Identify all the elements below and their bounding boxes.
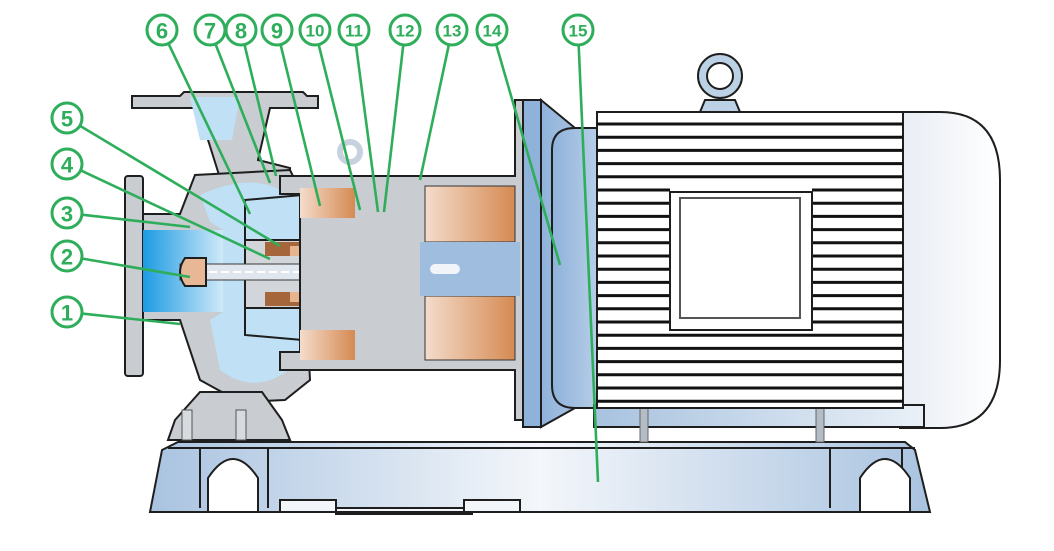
- callout-number: 1: [61, 301, 73, 326]
- callout-number: 12: [396, 22, 415, 41]
- callout-number: 6: [156, 19, 168, 44]
- callout-1: 1: [50, 295, 181, 329]
- callout-leader-line: [494, 44, 562, 266]
- callout-8: 8: [224, 13, 278, 177]
- callout-11: 11: [337, 13, 380, 213]
- callout-3: 3: [50, 196, 191, 230]
- callout-number: 7: [204, 19, 216, 44]
- callout-leader-line: [214, 43, 272, 184]
- callout-leader-line: [79, 124, 281, 248]
- callout-leader-line: [317, 44, 362, 211]
- callout-2: 2: [50, 239, 191, 279]
- outer-magnet-housing: [279, 99, 529, 421]
- callout-7: 7: [193, 13, 272, 184]
- base-frame: [148, 441, 932, 515]
- callout-leader-line: [81, 257, 191, 279]
- base-arch-left: [207, 458, 259, 513]
- callout-number: 8: [235, 19, 247, 44]
- callout-number: 5: [61, 107, 73, 132]
- motor: [522, 53, 1001, 443]
- callout-circle: [50, 147, 84, 181]
- callout-circle: [50, 196, 84, 230]
- callout-leader-line: [243, 44, 278, 177]
- callout-leader-line: [81, 213, 191, 229]
- callout-number: 4: [61, 153, 74, 178]
- callout-circle: [298, 13, 332, 47]
- callout-circle: [145, 13, 179, 47]
- callout-leader-line: [418, 44, 451, 181]
- callout-12: 12: [382, 13, 422, 213]
- callout-circle: [337, 13, 371, 47]
- callout-13: 13: [418, 13, 469, 181]
- callout-15: 15: [561, 13, 600, 483]
- callout-leader-line: [167, 42, 252, 215]
- callout-circle: [475, 13, 509, 47]
- callout-circle: [388, 13, 422, 47]
- callout-circle: [561, 13, 595, 47]
- callout-5: 5: [50, 101, 281, 248]
- callout-number: 15: [569, 22, 588, 41]
- base-arch-right: [859, 458, 911, 513]
- callout-number: 2: [61, 245, 73, 270]
- callout-leader-line: [81, 312, 181, 326]
- callout-circle: [435, 13, 469, 47]
- callout-number: 10: [306, 22, 325, 41]
- callout-leader-line: [354, 44, 380, 213]
- callout-10: 10: [298, 13, 362, 211]
- callout-9: 9: [260, 13, 322, 207]
- callout-leader-line: [382, 44, 405, 213]
- callout-leader-line: [577, 44, 600, 483]
- motor-cooling-fins: [597, 122, 903, 403]
- callout-number: 14: [483, 22, 502, 41]
- callout-leader-line: [80, 169, 271, 261]
- callout-number: 11: [345, 22, 363, 41]
- callout-leader-line: [279, 44, 322, 207]
- callout-circle: [50, 239, 84, 273]
- callout-4: 4: [50, 147, 271, 261]
- callout-circle: [50, 101, 84, 135]
- callout-6: 6: [145, 13, 252, 215]
- callout-number: 9: [271, 19, 283, 44]
- callout-14: 14: [475, 13, 562, 266]
- callout-circle: [224, 13, 258, 47]
- callout-number: 3: [61, 202, 73, 227]
- callout-circle: [260, 13, 294, 47]
- callout-number: 13: [443, 22, 462, 41]
- callout-circle: [50, 295, 84, 329]
